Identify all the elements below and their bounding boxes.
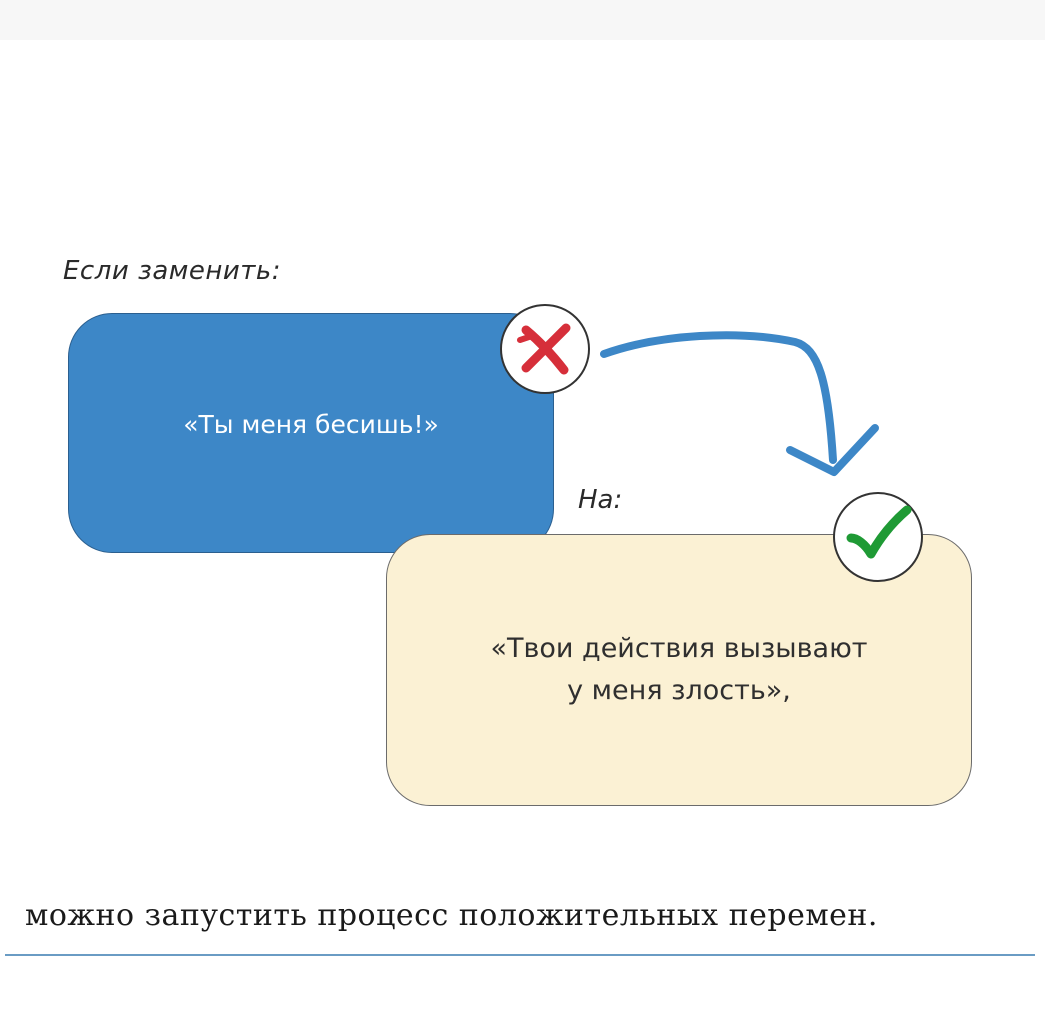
bottom-rule [5, 954, 1035, 956]
after-phrase-line-2: у меня злость», [567, 675, 791, 706]
cross-badge [500, 304, 590, 394]
after-phrase-text: «Твои действия вызывают у меня злость», [386, 628, 972, 712]
red-cross-icon [517, 323, 571, 375]
before-phrase-text: «Ты меня бесишь!» [183, 410, 439, 439]
top-band [0, 0, 1045, 40]
before-phrase-box [68, 313, 554, 553]
after-phrase-line-1: «Твои действия вызывают [490, 633, 868, 664]
green-check-icon [846, 505, 912, 559]
check-badge [833, 492, 923, 582]
conclusion-text: можно запустить процесс положительных пе… [25, 898, 878, 933]
to-label: На: [578, 485, 623, 515]
intro-label: Если заменить: [63, 256, 281, 286]
transition-arrow [600, 331, 879, 476]
